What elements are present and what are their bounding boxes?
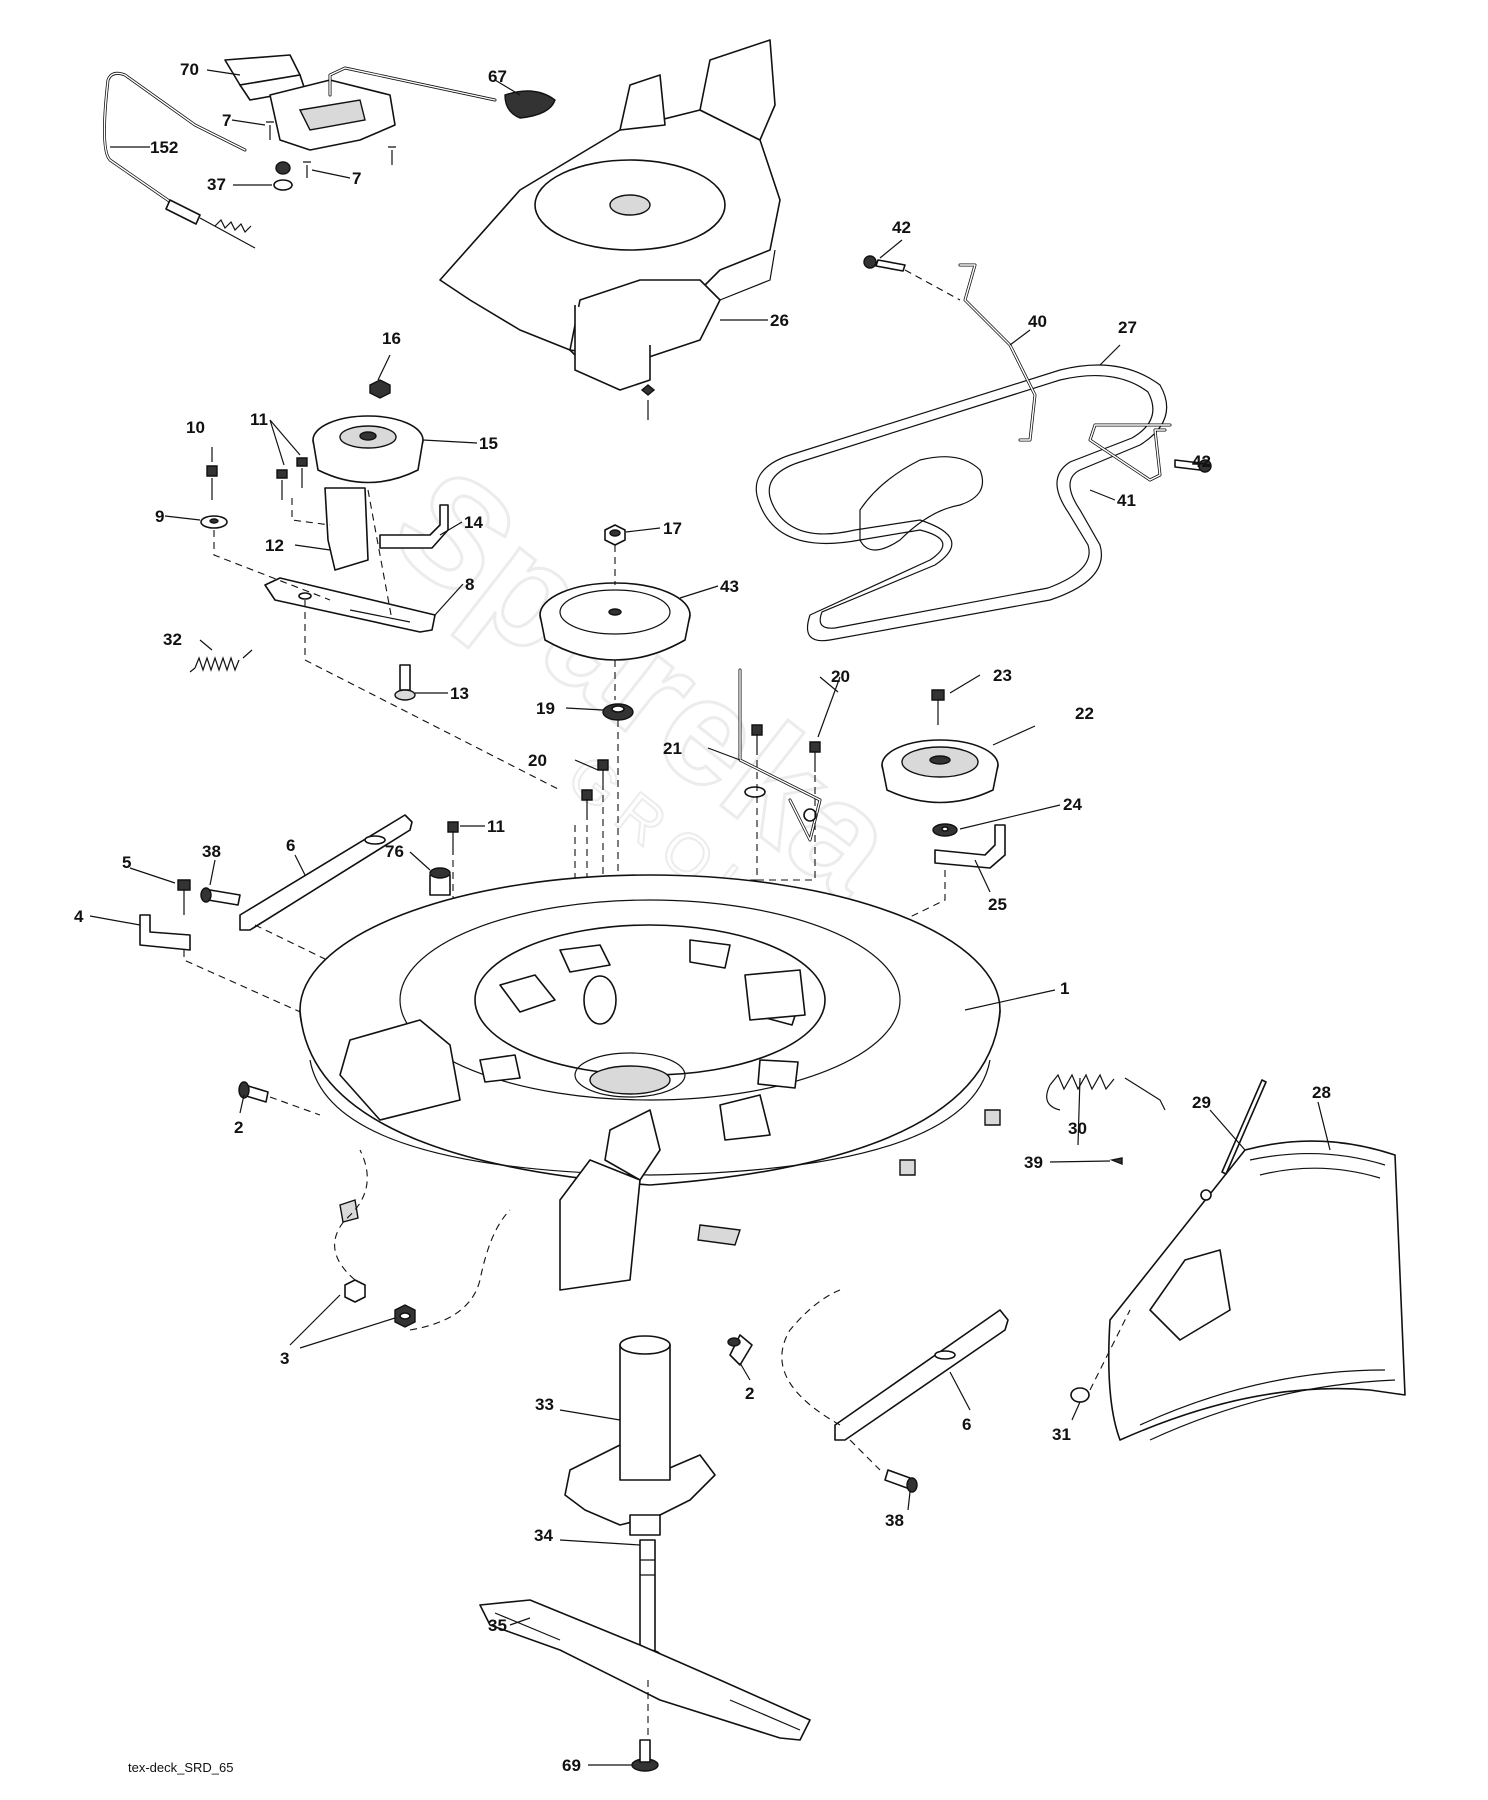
deck-nuts: [334, 1149, 511, 1331]
callout-labels: 70 67 7 152 37 7 26 42 40 27 42 41 16 15…: [74, 60, 1331, 1775]
callout-5: 5: [122, 853, 131, 872]
callout-3: 3: [280, 1349, 289, 1368]
callout-2: 2: [234, 1118, 243, 1137]
callout-33: 33: [535, 1395, 554, 1414]
callout-2: 2: [745, 1384, 754, 1403]
callout-28: 28: [1312, 1083, 1331, 1102]
callout-35: 35: [488, 1616, 507, 1635]
callout-20: 20: [528, 751, 547, 770]
callout-76: 76: [385, 842, 404, 861]
callout-42: 42: [892, 218, 911, 237]
callout-15: 15: [479, 434, 498, 453]
callout-14: 14: [464, 513, 483, 532]
callout-29: 29: [1192, 1093, 1211, 1112]
callout-4: 4: [74, 907, 84, 926]
deck-bolts: [238, 1081, 753, 1366]
callout-24: 24: [1063, 795, 1082, 814]
callout-67: 67: [488, 67, 507, 86]
callout-8: 8: [465, 575, 474, 594]
callout-11: 11: [250, 410, 268, 429]
callout-22: 22: [1075, 704, 1094, 723]
callout-30: 30: [1068, 1119, 1087, 1138]
deck-links-left: [139, 814, 459, 1071]
callout-7: 7: [222, 111, 231, 130]
callout-34: 34: [534, 1526, 553, 1545]
callout-7: 7: [352, 169, 361, 188]
callout-32: 32: [163, 630, 182, 649]
lift-lever-assembly: [102, 54, 556, 249]
callout-17: 17: [663, 519, 682, 538]
callout-19: 19: [536, 699, 555, 718]
leader-lines: [89, 69, 1331, 1766]
callout-20: 20: [831, 667, 850, 686]
callout-23: 23: [993, 666, 1012, 685]
callout-6: 6: [286, 836, 295, 855]
callout-38: 38: [885, 1511, 904, 1530]
callout-70: 70: [180, 60, 199, 79]
callout-39: 39: [1024, 1153, 1043, 1172]
callout-21: 21: [663, 739, 682, 758]
callout-38: 38: [202, 842, 221, 861]
idler-arm-assembly: [189, 379, 561, 791]
callout-37: 37: [207, 175, 226, 194]
deck-links-right: [781, 1289, 1009, 1493]
callout-11: 11: [487, 817, 505, 836]
spindle-blade-assembly: [479, 1335, 811, 1772]
callout-12: 12: [265, 536, 284, 555]
belt-cover: [439, 39, 781, 420]
callout-10: 10: [186, 418, 205, 437]
callout-1: 1: [1060, 979, 1069, 998]
drive-belts: [755, 255, 1212, 642]
callout-26: 26: [770, 311, 789, 330]
callout-31: 31: [1052, 1425, 1071, 1444]
discharge-chute: [1046, 1073, 1406, 1441]
callout-43: 43: [720, 577, 739, 596]
callout-152: 152: [150, 138, 178, 157]
callout-69: 69: [562, 1756, 581, 1775]
callout-40: 40: [1028, 312, 1047, 331]
idler-pulley-assembly: [679, 668, 1006, 1020]
diagram-code: tex-deck_SRD_65: [128, 1760, 234, 1775]
mower-deck: [299, 874, 1001, 1291]
callout-41: 41: [1117, 491, 1136, 510]
callout-42: 42: [1192, 452, 1211, 471]
callout-9: 9: [155, 507, 164, 526]
callout-16: 16: [382, 329, 401, 348]
callout-27: 27: [1118, 318, 1137, 337]
callout-6: 6: [962, 1415, 971, 1434]
callout-13: 13: [450, 684, 469, 703]
callout-25: 25: [988, 895, 1007, 914]
